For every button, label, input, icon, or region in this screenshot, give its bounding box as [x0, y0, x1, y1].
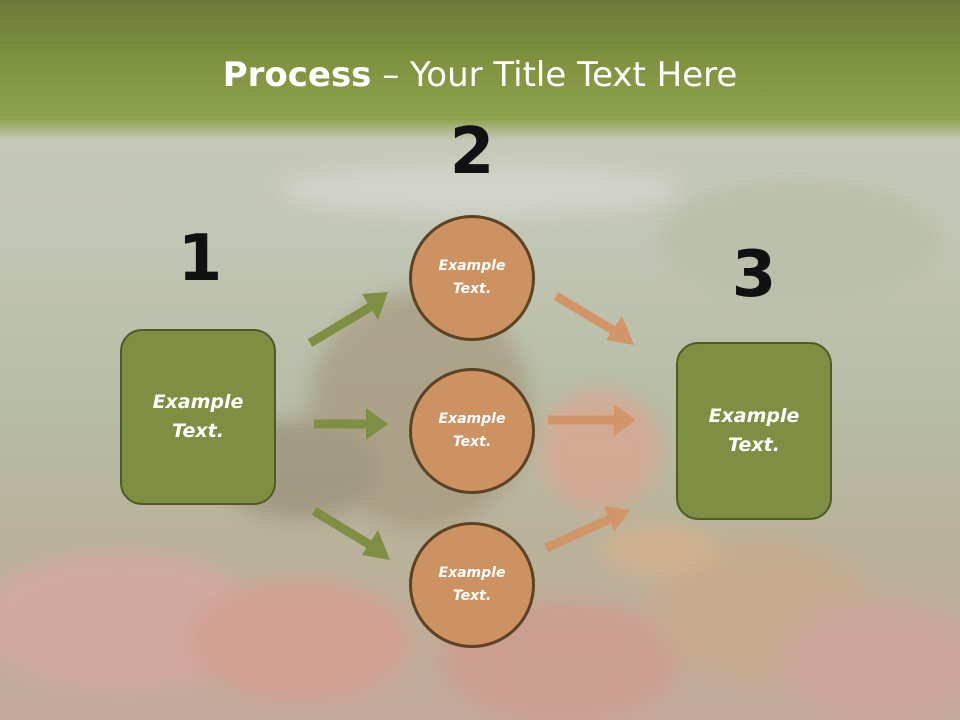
- bottom-circle-label: Example Text.: [438, 565, 506, 604]
- right-step-box-label: Example Text.: [708, 405, 800, 456]
- title-bar: [0, 0, 960, 140]
- arrow-to-bottom-circle: [311, 507, 390, 560]
- middle-circle-label: Example Text.: [438, 411, 506, 450]
- step-number-2: 2: [449, 115, 495, 189]
- page-title: Process – Your Title Text Here: [0, 52, 960, 98]
- left-step-box-label: Example Text.: [152, 391, 244, 442]
- arrow-to-top-circle: [307, 292, 388, 347]
- title-bold: Process: [222, 55, 372, 95]
- title-rest: – Your Title Text Here: [371, 55, 738, 95]
- top-circle-label: Example Text.: [438, 258, 506, 297]
- middle-circle: Example Text.: [409, 368, 535, 494]
- arrow-from-middle-circle: [548, 404, 636, 436]
- step-number-3: 3: [731, 238, 777, 312]
- bottom-circle: Example Text.: [409, 522, 535, 648]
- arrow-from-top-circle: [553, 292, 634, 345]
- top-circle: Example Text.: [409, 215, 535, 341]
- arrow-from-bottom-circle: [544, 506, 630, 553]
- right-step-box: Example Text.: [676, 342, 832, 520]
- arrow-to-middle-circle: [314, 408, 388, 440]
- step-number-1: 1: [177, 222, 223, 296]
- left-step-box: Example Text.: [120, 329, 276, 505]
